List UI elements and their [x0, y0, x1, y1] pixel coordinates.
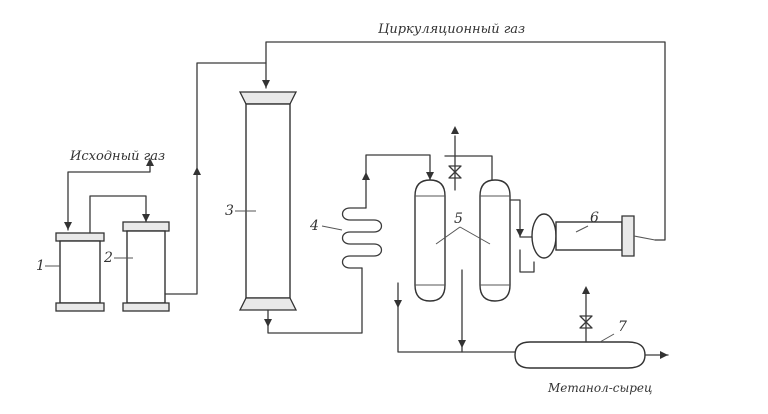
arrow-source-in: [146, 158, 154, 166]
arrow-out-of-3: [264, 319, 272, 327]
compressor-6: [531, 213, 656, 259]
number-7: 7: [618, 319, 627, 335]
valve-top: [448, 165, 462, 179]
number-6: 6: [590, 210, 599, 226]
leader-6: [575, 225, 589, 233]
reactor-column-3: [238, 91, 298, 311]
leader-4: [321, 225, 343, 231]
number-3: 3: [225, 203, 234, 219]
number-5: 5: [454, 211, 463, 227]
arrow-into-vessel-1: [64, 222, 72, 230]
separator-5a: [414, 179, 446, 302]
line-2-to-3: [164, 62, 267, 295]
label-circulation-gas: Циркуляционный газ: [378, 22, 525, 37]
arrow-up-coil: [362, 172, 370, 180]
line-5-to-6-return: [519, 249, 535, 273]
leader-7: [599, 333, 615, 343]
valve-7: [579, 315, 593, 329]
vent-line-top: [444, 135, 493, 191]
vessel-1: [55, 232, 105, 312]
source-gas-line: [67, 159, 151, 231]
number-4: 4: [309, 218, 319, 234]
number-1: 1: [36, 258, 45, 274]
leader-5a: [435, 226, 461, 245]
leader-5b: [459, 226, 491, 245]
label-product: Метанол-сырец: [547, 381, 652, 395]
arrow-drain-5b: [458, 340, 466, 348]
line-5-to-6: [509, 199, 535, 238]
arrow-vent-up-2: [582, 286, 590, 294]
arrow-into-vessel-2: [142, 214, 150, 222]
arrow-product-out: [660, 351, 668, 359]
arrow-up-2-to-3: [193, 167, 201, 175]
arrow-into-separator: [426, 172, 434, 180]
arrow-circulation-down: [262, 80, 270, 88]
circulation-gas-line: [265, 41, 666, 241]
coil-4: [341, 207, 383, 269]
collector-7: [514, 341, 646, 369]
vessel-2: [122, 221, 170, 312]
label-source-gas: Исходный газ: [69, 149, 165, 164]
arrow-drain-5a: [394, 300, 402, 308]
separator-5b: [479, 179, 511, 302]
number-2: 2: [103, 250, 113, 266]
line-1-to-2: [89, 195, 147, 234]
arrow-into-6: [516, 229, 524, 237]
arrow-vent-up-1: [451, 126, 459, 134]
line-4-to-5: [365, 154, 431, 209]
